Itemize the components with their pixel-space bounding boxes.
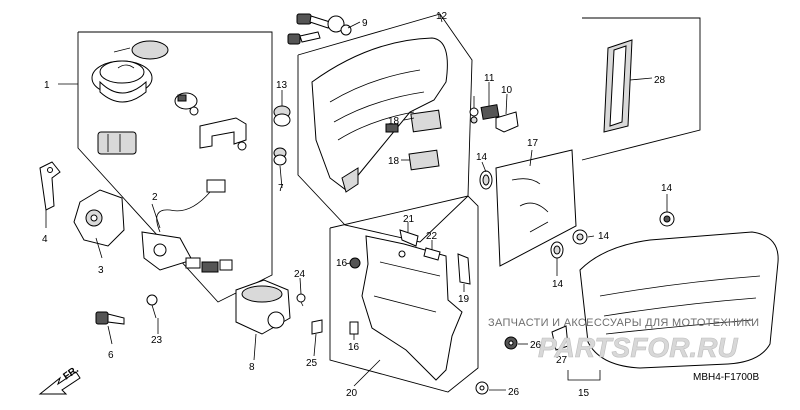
key-set-9 — [287, 13, 352, 45]
steering-lock — [73, 189, 125, 247]
callout-14d: 14 — [552, 279, 564, 290]
band-19 — [457, 253, 471, 285]
key-blank — [95, 311, 125, 325]
diagram-code: MBH4-F1700B — [693, 372, 759, 383]
watermark-logo: PARTSFOR.RU — [538, 332, 738, 363]
callout-12: 12 — [436, 11, 448, 22]
side-cover-emblem-17 — [495, 149, 577, 267]
callout-6: 6 — [108, 350, 114, 361]
key-cylinder-small — [174, 92, 199, 116]
seat-lock-stay — [39, 161, 61, 211]
callout-16b: 16 — [348, 342, 360, 353]
clamp-21 — [399, 229, 419, 247]
grommet-14-c — [572, 229, 588, 245]
strap-28 — [603, 39, 633, 133]
front-direction-arrow: FR. — [38, 364, 81, 395]
plate-27 — [551, 325, 569, 351]
clamp-22 — [423, 247, 441, 261]
callout-28: 28 — [654, 75, 666, 86]
callout-9: 9 — [362, 18, 368, 29]
collar-16-a — [349, 257, 361, 269]
callout-25: 25 — [306, 358, 318, 369]
clip-11 — [480, 104, 500, 120]
collar-16-b — [349, 321, 359, 335]
grommet-14-a — [479, 170, 493, 190]
leader-lines — [45, 13, 668, 391]
callout-23: 23 — [151, 335, 163, 346]
callout-labels: 1 2 3 4 6 7 8 9 10 11 12 13 14 14 14 14 … — [42, 11, 673, 399]
bracket-10 — [495, 111, 519, 133]
callout-4: 4 — [42, 234, 48, 245]
callout-19: 19 — [458, 294, 470, 305]
callout-2: 2 — [152, 192, 158, 203]
callout-13: 13 — [276, 80, 288, 91]
left-side-cover — [311, 37, 448, 193]
callout-26b: 26 — [508, 387, 520, 398]
group-frame-28 — [581, 17, 701, 161]
right-side-cover — [579, 231, 779, 369]
grommet-14-b — [659, 211, 675, 227]
callout-17: 17 — [527, 138, 539, 149]
callout-18b: 18 — [388, 156, 400, 167]
watermark: ЗАПЧАСТИ И АКСЕССУАРЫ ДЛЯ МОТОТЕХНИКИ PA… — [488, 317, 759, 363]
bolt-8 — [469, 107, 479, 124]
callout-8: 8 — [249, 362, 255, 373]
rubber-grommet-block — [97, 131, 137, 155]
reflector-plates-18 — [408, 109, 442, 171]
callout-26a: 26 — [530, 340, 542, 351]
tapping-screw-23 — [146, 294, 158, 319]
bracket-15 — [567, 370, 601, 381]
callout-10: 10 — [501, 85, 513, 96]
battery-case-20 — [361, 235, 463, 381]
callout-14b: 14 — [661, 183, 673, 194]
callout-21: 21 — [403, 214, 415, 225]
callout-22: 22 — [426, 231, 438, 242]
callout-14c: 14 — [598, 231, 610, 242]
callout-24: 24 — [294, 269, 306, 280]
group-frame-12 — [297, 13, 473, 243]
grommet-14-d — [550, 241, 564, 259]
grommet-7 — [273, 147, 287, 166]
seat-lock-cable-housing — [235, 279, 291, 335]
callout-18a: 18 — [388, 116, 400, 127]
bolt-24 — [296, 293, 306, 307]
callout-14a: 14 — [476, 152, 488, 163]
callout-15: 15 — [578, 388, 590, 399]
bolt-25 — [311, 319, 323, 335]
fuel-cap-assembly — [91, 40, 169, 103]
bolt-26-b — [475, 381, 489, 395]
lock-bracket — [199, 117, 247, 151]
bolt-26-a — [504, 336, 518, 350]
callout-3: 3 — [98, 265, 104, 276]
group-frame-20 — [329, 195, 479, 393]
callout-11: 11 — [484, 73, 495, 84]
callout-1: 1 — [44, 80, 50, 91]
callout-7: 7 — [278, 183, 284, 194]
ignition-switch-harness — [141, 179, 233, 273]
grommet-13 — [273, 105, 291, 127]
callout-16a: 16 — [336, 258, 348, 269]
callout-27: 27 — [556, 355, 568, 366]
callout-20: 20 — [346, 388, 358, 399]
watermark-text: ЗАПЧАСТИ И АКСЕССУАРЫ ДЛЯ МОТОТЕХНИКИ — [488, 317, 759, 329]
